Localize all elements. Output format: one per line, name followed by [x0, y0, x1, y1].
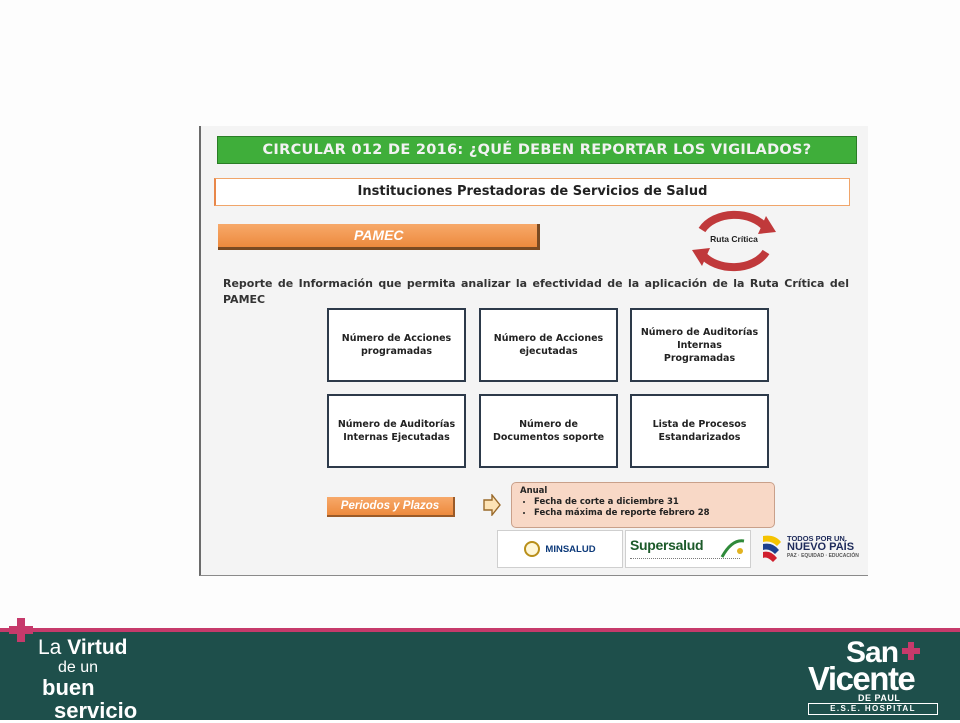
arrow-right-icon [483, 493, 501, 517]
anual-item: Fecha máxima de reporte febrero 28 [534, 508, 766, 519]
supersalud-logo: Supersalud [625, 530, 751, 568]
logo-san: San [846, 636, 899, 669]
anual-heading: Anual [520, 486, 548, 496]
nuevo-pais-text: TODOS POR UN NUEVO PAÍS PAZ · EQUIDAD · … [787, 534, 859, 559]
box-acciones-ejecutadas: Número de Acciones ejecutadas [479, 308, 618, 382]
slogan-buen: buen [42, 675, 95, 700]
anual-item: Fecha de corte a diciembre 31 [534, 497, 766, 508]
plus-cross-icon [8, 617, 34, 643]
logos-strip: MINSALUD Supersalud TODOS POR UN NUEVO P… [495, 528, 869, 572]
ruta-critica-label: Ruta Crítica [710, 234, 758, 244]
supersalud-text: Supersalud [630, 537, 704, 553]
slogan-servicio: servicio [54, 698, 138, 723]
san-vicente-logo: San Vicente DE PAUL E.S.E. HOSPITAL [806, 638, 952, 718]
colombia-flag-icon [763, 535, 781, 562]
ruta-critica-cycle-icon: Ruta Crítica [688, 208, 780, 274]
supersalud-swoosh-icon [720, 539, 745, 558]
footer-band [0, 628, 960, 720]
box-documentos-soporte: Número de Documentos soporte [479, 394, 618, 468]
slogan-de-un: de un [58, 659, 99, 676]
pamec-label: PAMEC [218, 224, 540, 250]
logo-plus-icon [902, 642, 920, 660]
embedded-slide-image: CIRCULAR 012 DE 2016: ¿QUÉ DEBEN REPORTA… [199, 126, 868, 576]
minsalud-text: MINSALUD [545, 543, 596, 555]
slogan: La Virtud de un buen servicio [38, 637, 137, 722]
ips-subtitle-bar: Instituciones Prestadoras de Servicios d… [214, 178, 850, 206]
box-acciones-programadas: Número de Acciones programadas [327, 308, 466, 382]
box-auditorias-programadas: Número de Auditorías Internas Programada… [630, 308, 769, 382]
slogan-virtud: Virtud [67, 636, 128, 659]
slogan-la: La [38, 636, 62, 659]
coat-of-arms-icon [524, 541, 541, 557]
supersalud-subtitle [630, 558, 740, 562]
todos-por-un-nuevo-pais-logo: TODOS POR UN NUEVO PAÍS PAZ · EQUIDAD · … [757, 528, 867, 572]
anual-info-box: Anual Fecha de corte a diciembre 31 Fech… [511, 482, 775, 528]
box-procesos-estandarizados: Lista de Procesos Estandarizados [630, 394, 769, 468]
circular-title-bar: CIRCULAR 012 DE 2016: ¿QUÉ DEBEN REPORTA… [217, 136, 857, 164]
logo-ese-hospital: E.S.E. HOSPITAL [808, 703, 938, 715]
logo-vicente: Vicente [808, 660, 916, 697]
logo-depaul: DE PAUL [858, 693, 901, 703]
report-description: Reporte de Información que permita anali… [223, 277, 849, 306]
periodos-plazos-label: Periodos y Plazos [327, 497, 455, 517]
box-auditorias-ejecutadas: Número de Auditorías Internas Ejecutadas [327, 394, 466, 468]
minsalud-logo: MINSALUD [497, 530, 623, 568]
